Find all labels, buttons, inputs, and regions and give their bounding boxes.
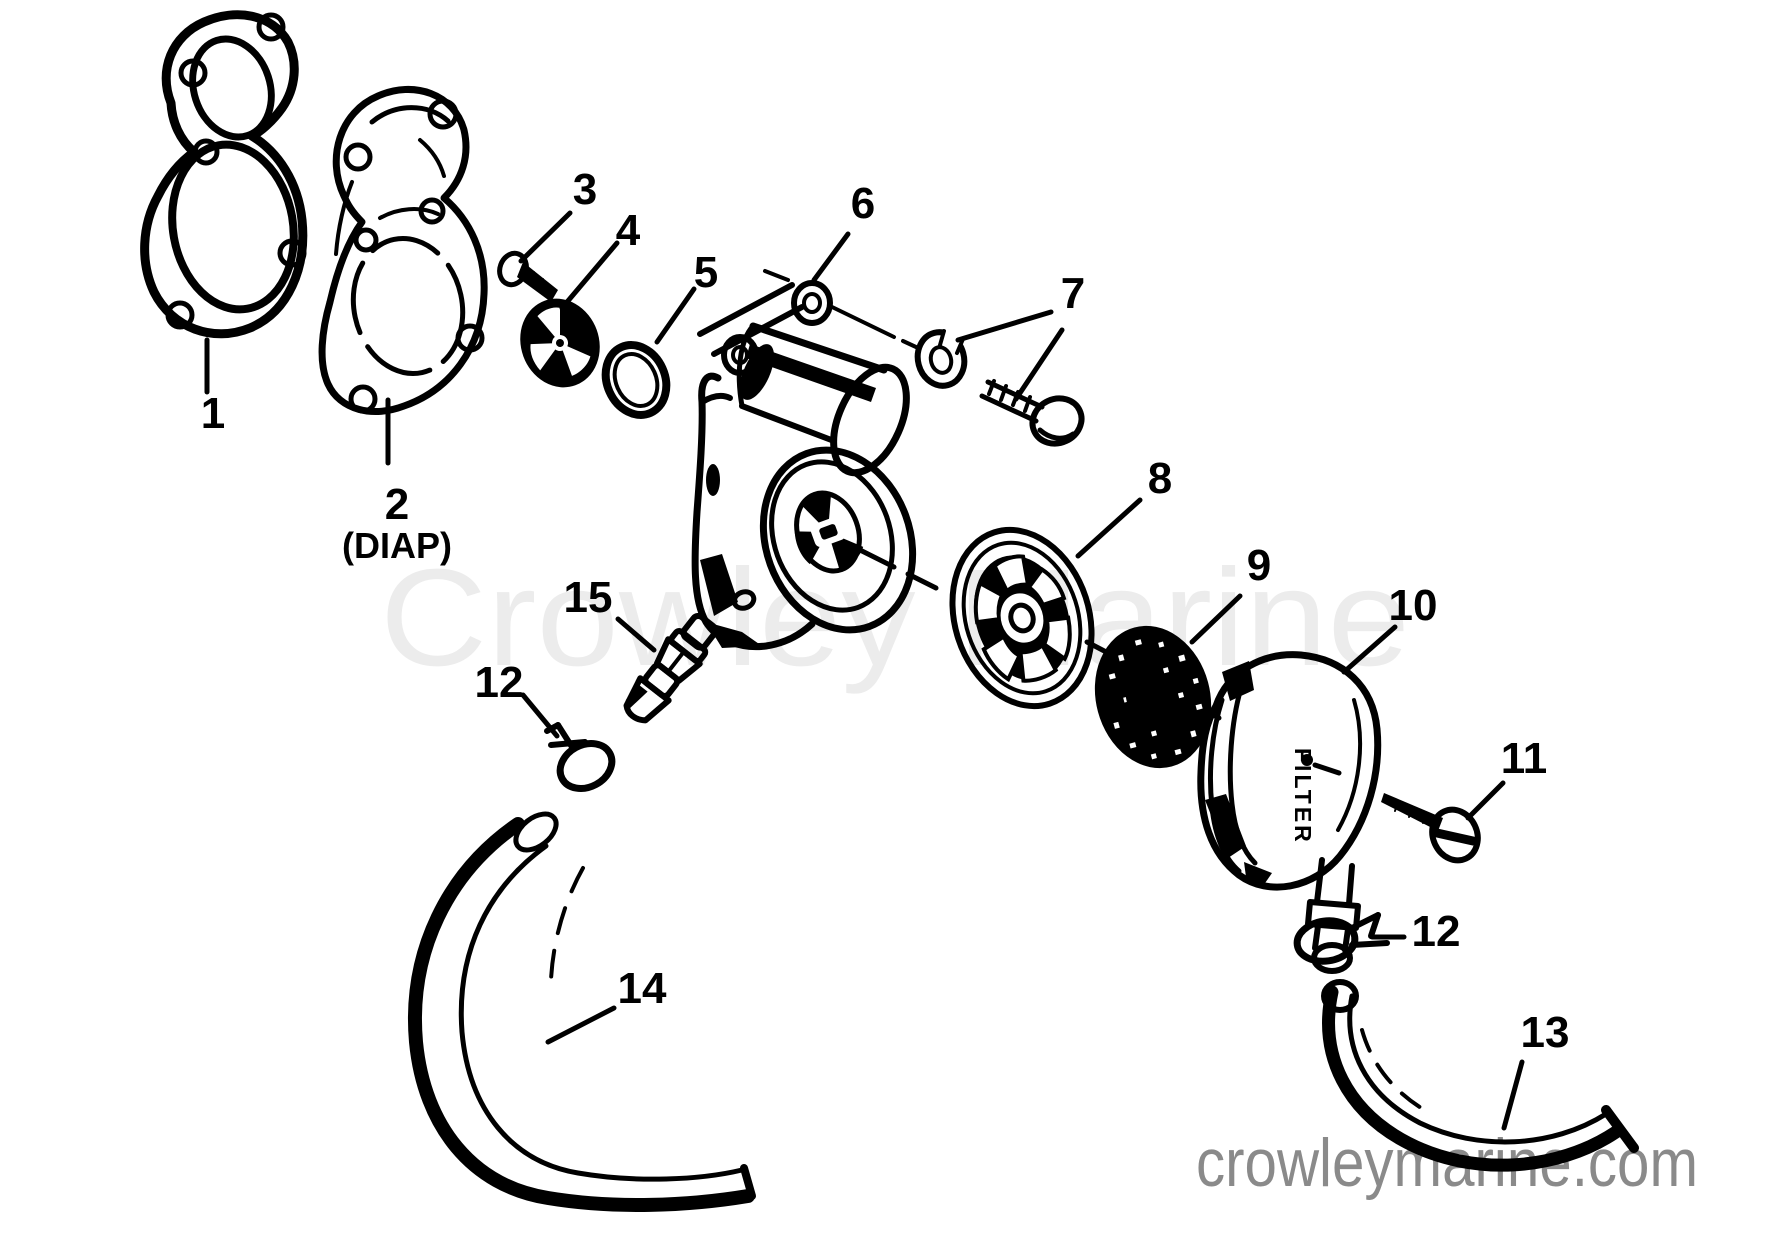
filter-element-9 xyxy=(1094,625,1212,769)
screw-3 xyxy=(497,250,558,302)
clamp-12-right xyxy=(1293,912,1390,965)
callout-2-label: 2 xyxy=(385,480,409,529)
callout-14-label: 14 xyxy=(618,964,667,1013)
lock-washer-7 xyxy=(914,328,968,389)
callout-9-line xyxy=(1189,593,1243,645)
callout-15-line xyxy=(615,616,657,653)
callout-3-label: 3 xyxy=(573,165,597,214)
check-valve-disc-4 xyxy=(520,298,600,388)
fuel-hose-13 xyxy=(1321,979,1639,1172)
callout-7-label: 7 xyxy=(1061,269,1085,318)
callout-9-label: 9 xyxy=(1247,541,1271,590)
diaphragm-gasket-2 xyxy=(318,85,488,415)
filter-cup-molded-dot xyxy=(1301,754,1313,766)
callout-10-label: 10 xyxy=(1389,581,1438,630)
fuel-hose-14 xyxy=(408,811,756,1212)
callout-12-right-label: 12 xyxy=(1412,907,1461,956)
seal-ring-5 xyxy=(601,341,671,419)
callout-12-left-line xyxy=(520,692,560,739)
fuel-pump-body-6 xyxy=(691,280,917,651)
callout-10-line xyxy=(1341,624,1398,675)
callout-6-line xyxy=(811,231,851,283)
callout-13-label: 13 xyxy=(1521,1008,1570,1057)
callout-15-label: 15 xyxy=(564,573,613,622)
callout-4-line xyxy=(559,240,620,311)
callout-3-line xyxy=(518,210,573,264)
callout-11-line xyxy=(1465,780,1506,821)
callout-8-label: 8 xyxy=(1148,454,1172,503)
callout-14-line xyxy=(545,1005,617,1045)
fitting-15 xyxy=(623,612,719,724)
callout-2-note: (DIAP) xyxy=(342,525,452,566)
callout-4-label: 4 xyxy=(616,206,641,255)
callout-5-label: 5 xyxy=(694,248,718,297)
callout-7-line-b xyxy=(1013,327,1065,402)
callout-11-label: 11 xyxy=(1501,734,1548,783)
callout-6-label: 6 xyxy=(851,179,875,228)
gasket-1 xyxy=(140,10,308,339)
callout-1-label: 1 xyxy=(201,389,225,438)
callout-8-line xyxy=(1075,497,1143,559)
callout-7-line-a xyxy=(955,309,1054,343)
bolt-axis-dashes xyxy=(763,269,918,349)
callout-13-line xyxy=(1501,1059,1525,1131)
spoked-plate-8 xyxy=(949,526,1095,710)
screw-11 xyxy=(1381,793,1481,864)
filter-cover-10: FILTER xyxy=(1197,651,1382,974)
callout-12-left-label: 12 xyxy=(475,658,524,707)
callout-5-line xyxy=(654,286,697,345)
